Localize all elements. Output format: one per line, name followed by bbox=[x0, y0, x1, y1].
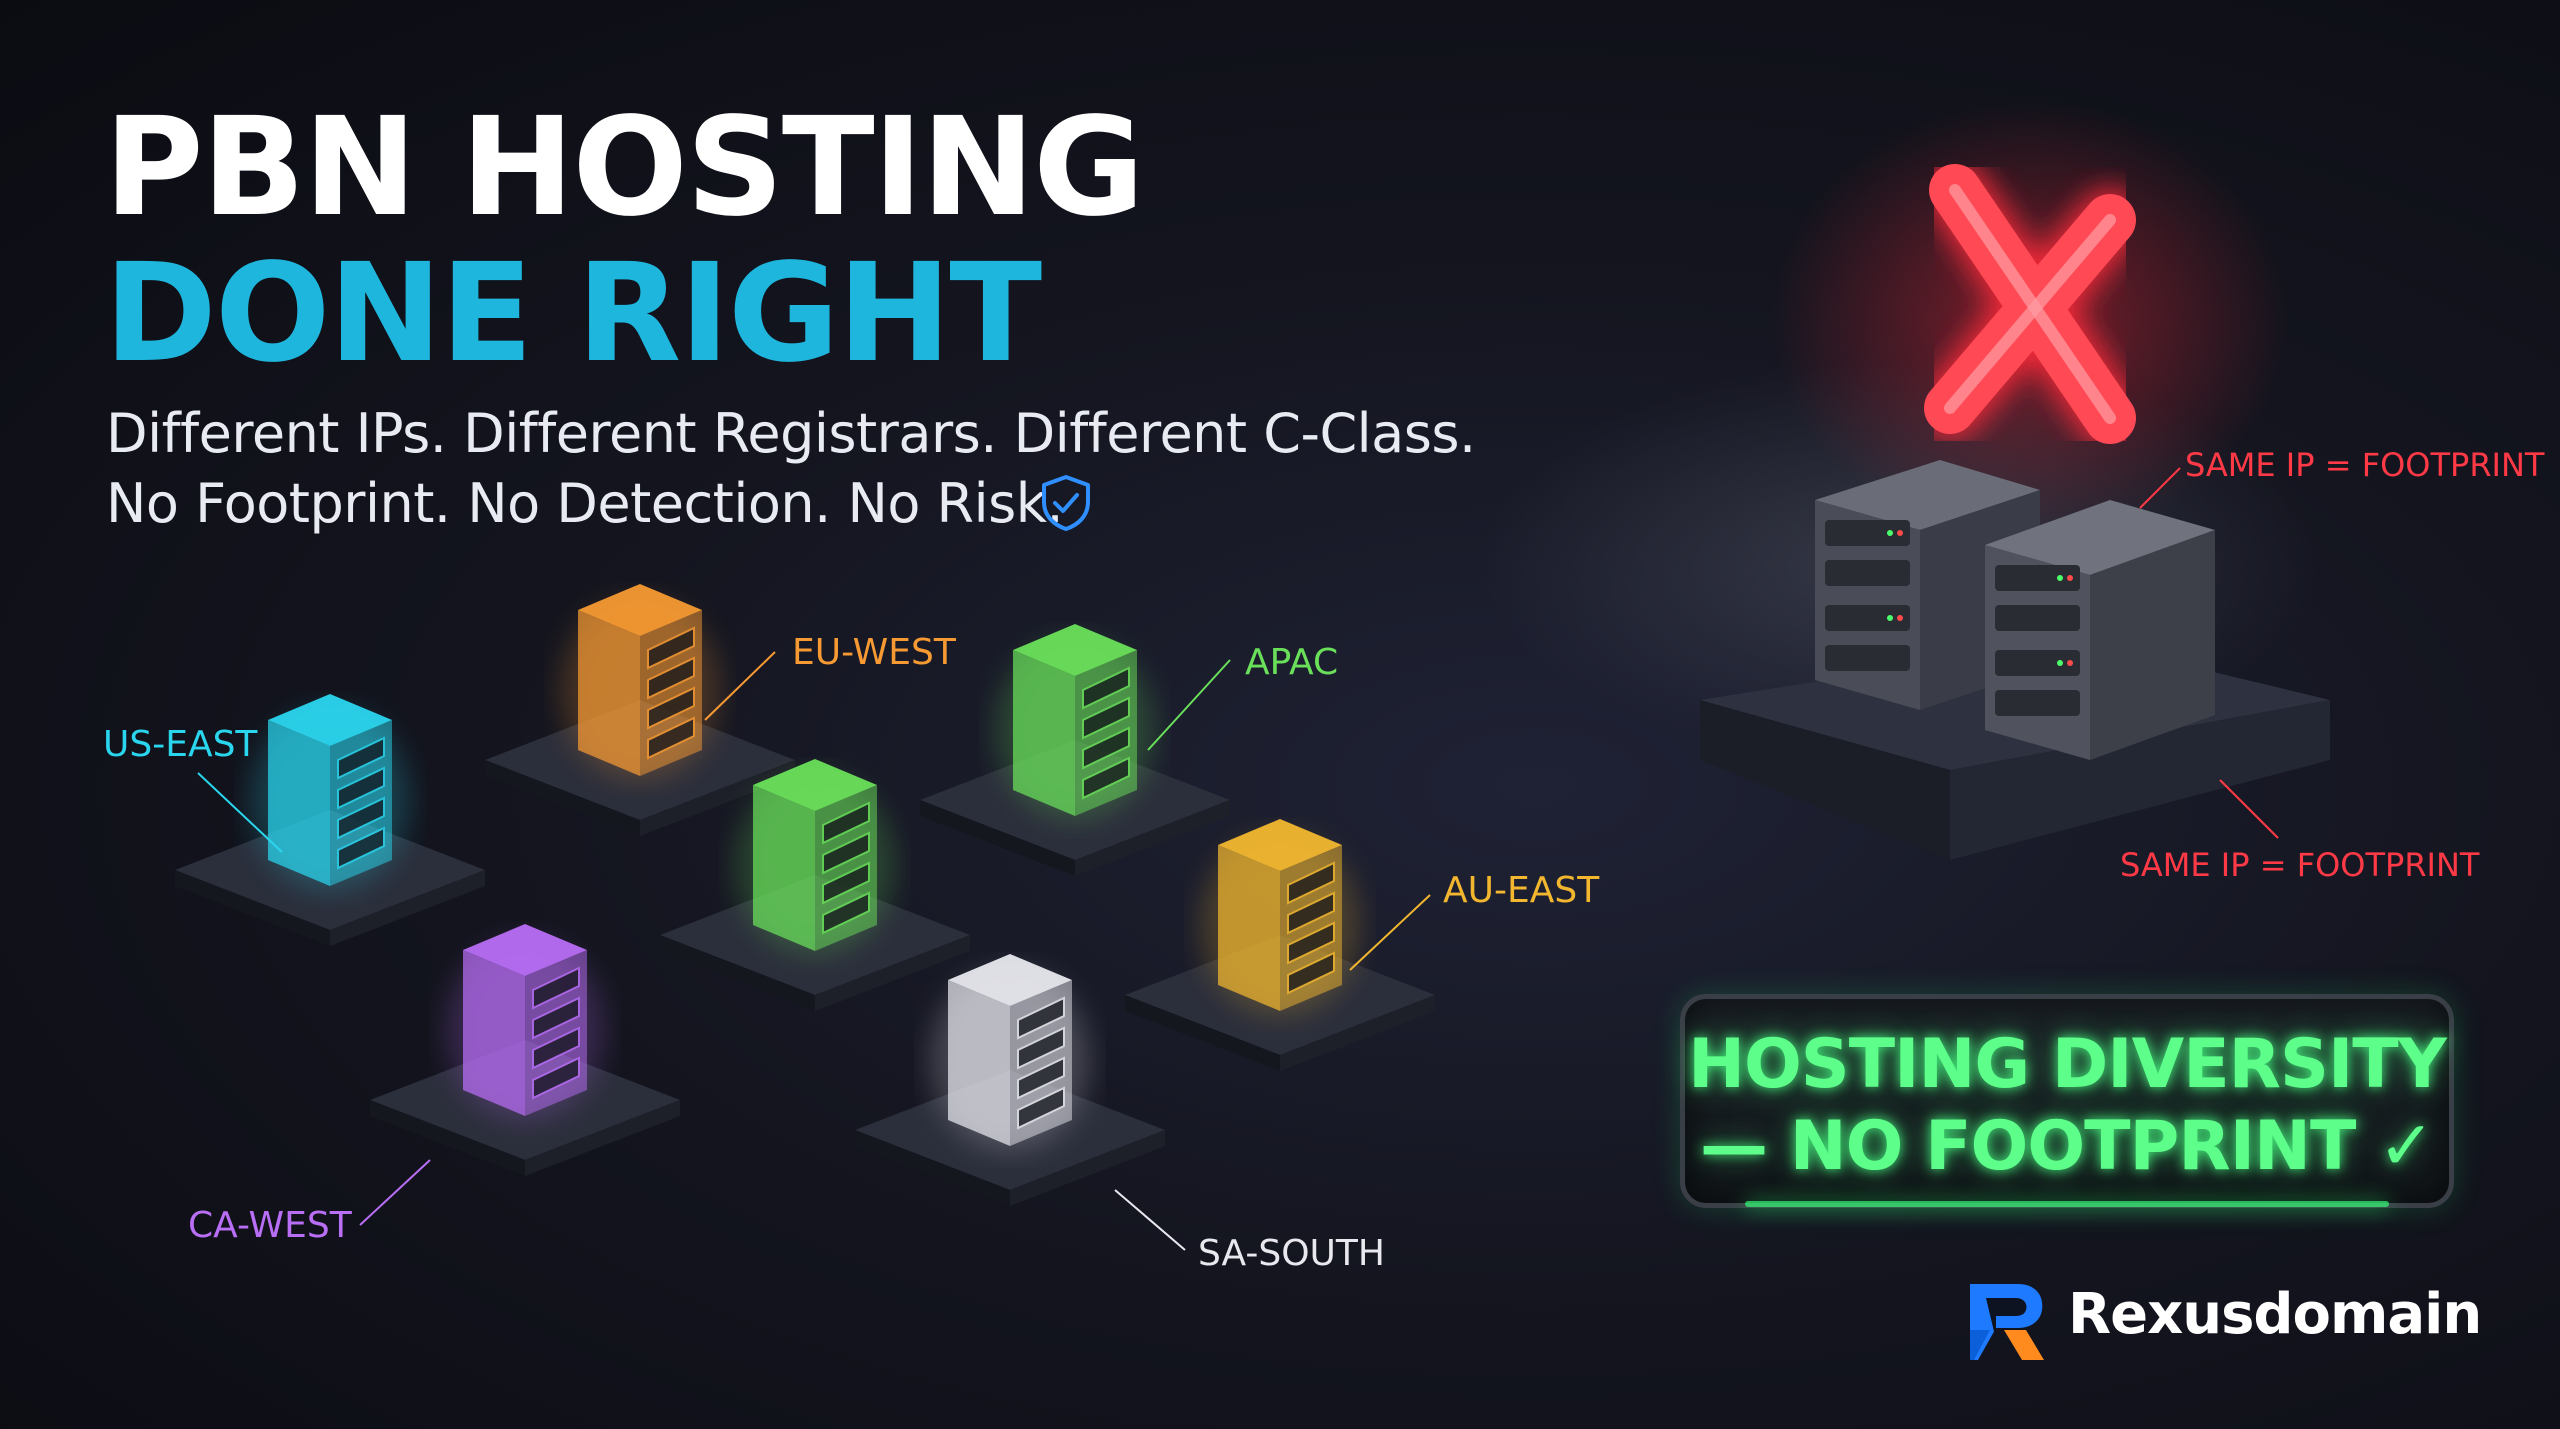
server-eu-west bbox=[485, 584, 795, 836]
server-au-east bbox=[1125, 819, 1435, 1071]
headline-line-1: PBN HOSTING bbox=[104, 89, 1145, 247]
rexus-logo-icon bbox=[1970, 1284, 2044, 1360]
region-leaders bbox=[197, 651, 1431, 1251]
badge-line-1: HOSTING DIVERSITY bbox=[1688, 1025, 2447, 1104]
warning-label-top: SAME IP = FOOTPRINT bbox=[2185, 446, 2545, 484]
server-ca-west bbox=[370, 924, 680, 1176]
warning-label-bottom: SAME IP = FOOTPRINT bbox=[2120, 846, 2480, 884]
badge-glow-strip bbox=[1745, 1201, 2389, 1207]
server-us-east bbox=[175, 694, 485, 946]
diversity-badge: HOSTING DIVERSITY — NO FOOTPRINT ✓ bbox=[1680, 994, 2454, 1208]
headline-line-2: DONE RIGHT bbox=[104, 235, 1042, 393]
red-x-icon bbox=[1918, 158, 2142, 450]
server-apac bbox=[920, 624, 1230, 876]
subtitle-line-1: Different IPs. Different Registrars. Dif… bbox=[106, 402, 1476, 465]
server-sa-south bbox=[855, 954, 1165, 1206]
region-label-us-east: US-EAST bbox=[103, 724, 258, 765]
brand-name: Rexusdomain bbox=[2068, 1282, 2482, 1347]
warning-leader-bottom bbox=[2219, 779, 2279, 839]
region-label-sa-south: SA-SOUTH bbox=[1198, 1233, 1385, 1274]
shield-check-icon bbox=[1042, 475, 1090, 531]
region-label-ca-west: CA-WEST bbox=[188, 1205, 352, 1246]
region-label-apac: APAC bbox=[1245, 642, 1339, 683]
region-label-eu-west: EU-WEST bbox=[792, 632, 956, 673]
server-extra bbox=[660, 759, 970, 1011]
region-servers bbox=[175, 584, 1435, 1206]
subtitle-line-2: No Footprint. No Detection. No Risk. bbox=[106, 472, 1064, 535]
warning-leader-top bbox=[2139, 467, 2181, 509]
region-label-au-east: AU-EAST bbox=[1443, 870, 1600, 911]
shared-server-stack bbox=[1815, 460, 2215, 760]
badge-line-2: — NO FOOTPRINT ✓ bbox=[1700, 1107, 2435, 1186]
